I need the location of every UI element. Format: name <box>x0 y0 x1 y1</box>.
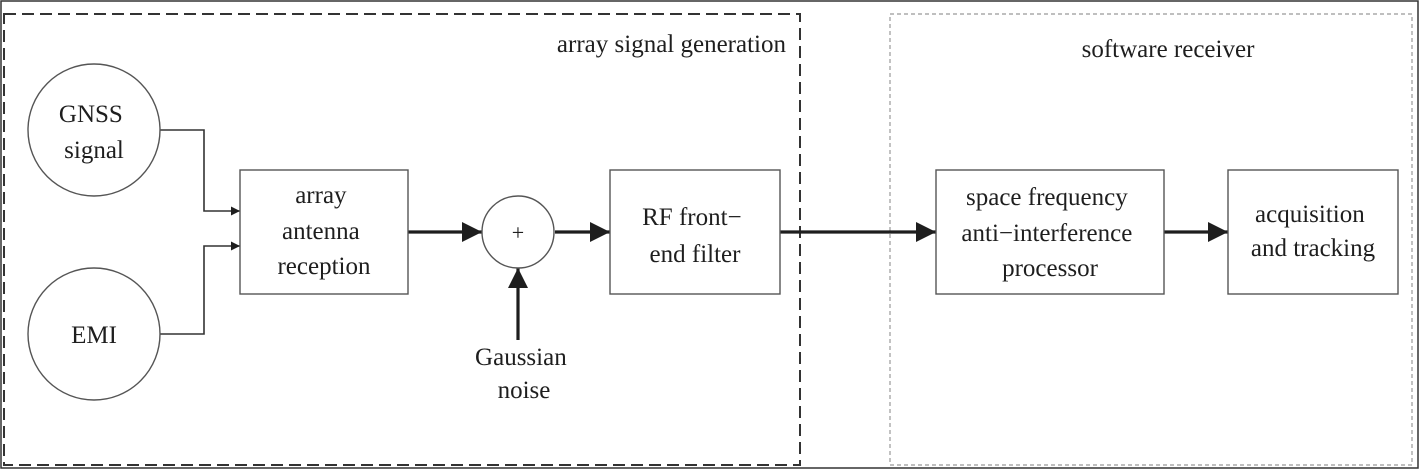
emi-label: EMI <box>71 322 117 349</box>
emi-to-antenna-connector <box>160 241 240 335</box>
array-antenna-reception-label: array antenna reception <box>277 182 371 280</box>
emi-node: EMI <box>27 267 161 401</box>
gaussian-noise-label: Gaussian noise <box>475 344 573 404</box>
software-receiver-region <box>889 13 1413 466</box>
adder-node: + <box>481 195 555 269</box>
array-signal-generation-region <box>3 13 801 466</box>
array-antenna-reception-block: array antenna reception <box>239 169 409 295</box>
array-signal-generation-label: array signal generation <box>557 31 787 58</box>
gnss-to-antenna-connector <box>160 129 240 216</box>
acquisition-tracking-block: acquisition and tracking <box>1227 169 1399 295</box>
software-receiver-label: software receiver <box>1082 36 1255 63</box>
rf-front-end-filter-label: RF front− end filter <box>642 204 748 268</box>
space-frequency-processor-label: space frequency anti−interference proces… <box>961 184 1138 282</box>
rf-front-end-filter-block: RF front− end filter <box>609 169 781 295</box>
acquisition-tracking-label: acquisition and tracking <box>1251 201 1376 262</box>
gnss-signal-label: GNSS signal <box>59 101 129 164</box>
gnss-signal-node: GNSS signal <box>27 63 161 197</box>
space-frequency-processor-block: space frequency anti−interference proces… <box>935 169 1165 295</box>
adder-plus-symbol: + <box>512 220 524 245</box>
